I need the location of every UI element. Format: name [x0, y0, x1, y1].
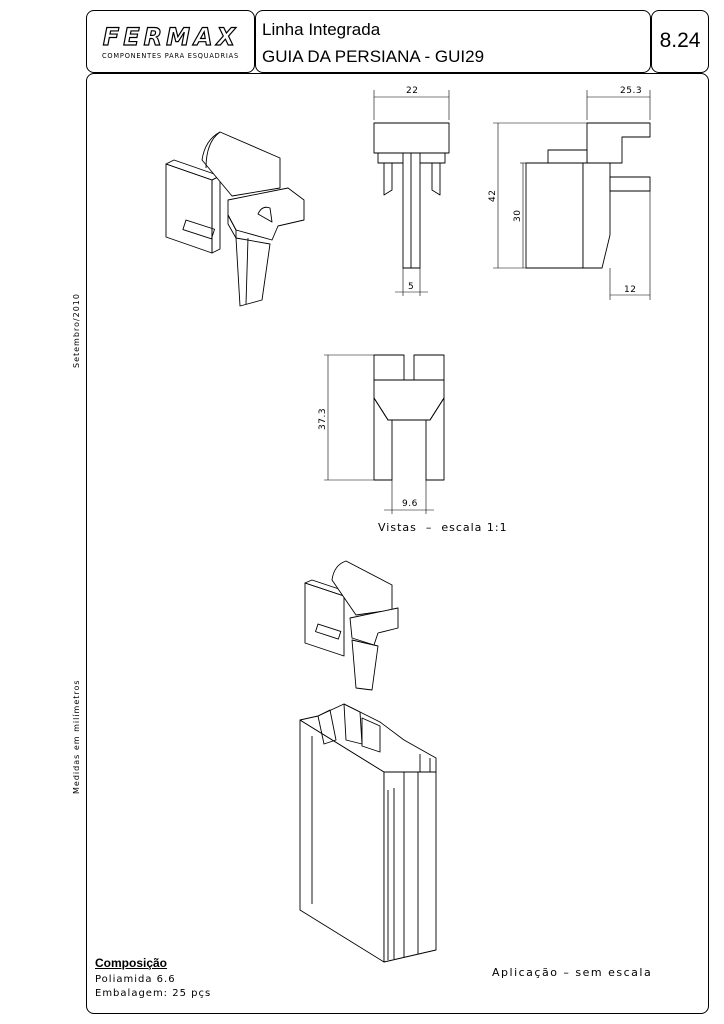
composition-material: Poliamida 6.6	[95, 974, 176, 985]
title-box: Linha Integrada GUIA DA PERSIANA - GUI29	[255, 10, 651, 73]
views-caption: Vistas – escala 1:1	[378, 521, 508, 534]
dim-width-top: 22	[406, 86, 418, 96]
dim-height-back: 37.3	[318, 408, 328, 430]
logo-box: FERMAX COMPONENTES PARA ESQUADRIAS	[86, 10, 255, 73]
composition-title: Composição	[95, 956, 168, 970]
product-title: GUIA DA PERSIANA - GUI29	[262, 47, 485, 66]
application-caption: Aplicação – sem escala	[492, 966, 653, 979]
back-view: 37.3 9.6	[318, 354, 445, 514]
product-line: Linha Integrada	[262, 20, 381, 39]
dim-foot-width: 12	[624, 285, 636, 295]
dim-slot-width: 9.6	[402, 499, 418, 509]
side-view: 25.3 12 42 30	[488, 86, 651, 300]
dim-stem-width: 5	[408, 282, 414, 292]
aluminium-profile	[299, 703, 437, 963]
dim-height-total: 42	[488, 190, 498, 202]
code-box: 8.24	[651, 10, 709, 73]
brand-subtitle: COMPONENTES PARA ESQUADRIAS	[102, 52, 239, 60]
dim-width-side: 25.3	[620, 86, 642, 96]
front-view: 22 5	[373, 86, 450, 296]
drawing-area	[86, 73, 709, 1014]
dim-height-body: 30	[513, 210, 523, 222]
isometric-part-application	[304, 560, 399, 691]
brand-logo: FERMAX	[102, 22, 240, 51]
isometric-part-top	[165, 131, 305, 307]
composition-packaging: Embalagem: 25 pçs	[95, 988, 212, 999]
sheet-code: 8.24	[659, 29, 701, 52]
